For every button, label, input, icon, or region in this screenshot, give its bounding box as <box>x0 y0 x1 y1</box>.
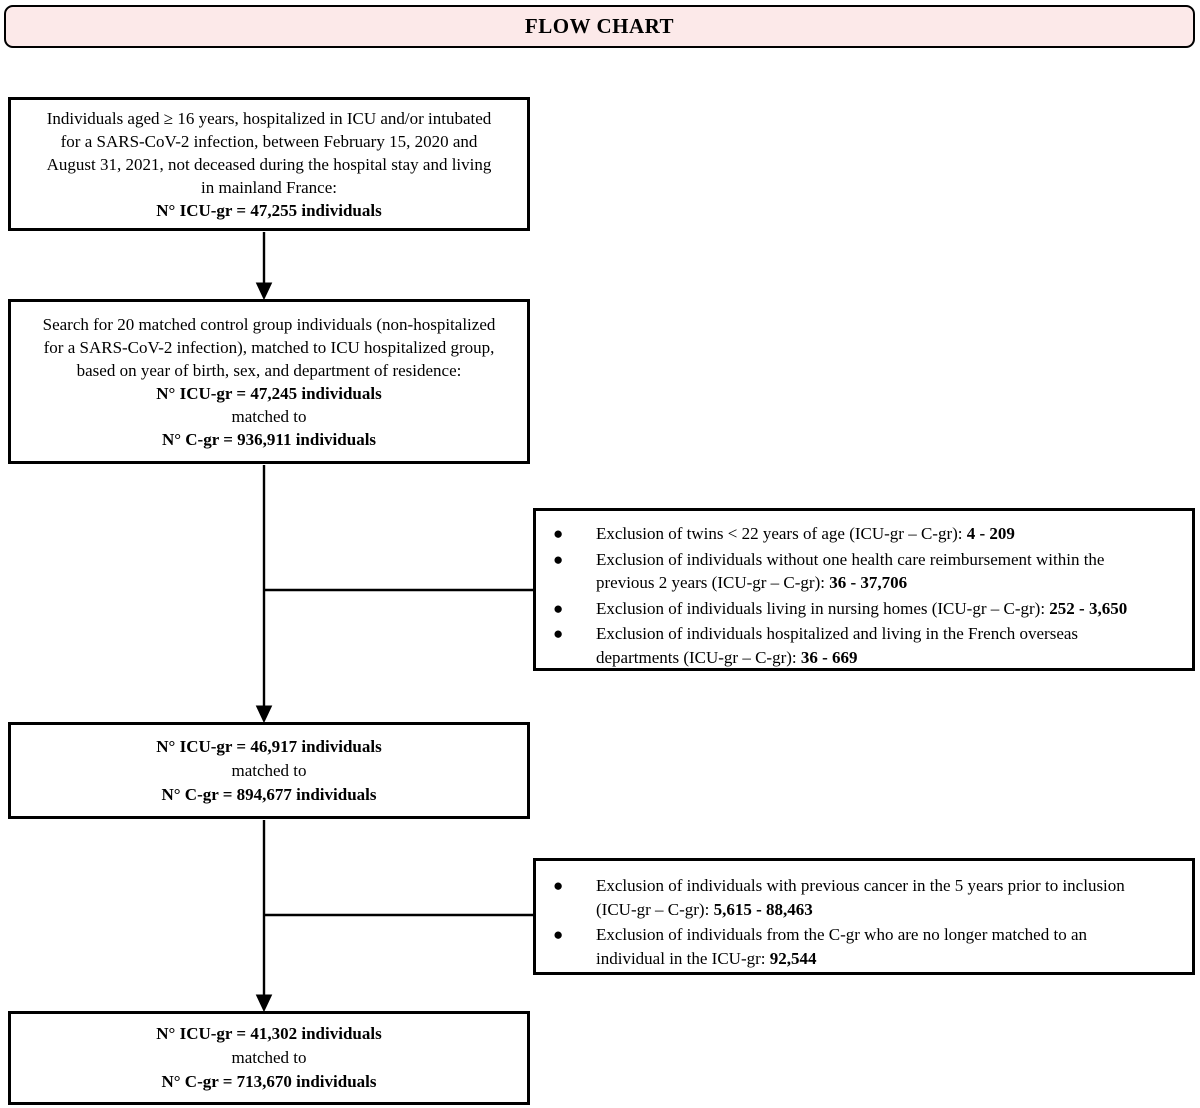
exclusion-item: ● Exclusion of individuals hospitalized … <box>553 622 1184 669</box>
box-text-line: for a SARS-CoV-2 infection, between Febr… <box>60 131 478 151</box>
matching-box: Search for 20 matched control group indi… <box>8 299 530 464</box>
bullet-icon: ● <box>553 876 564 895</box>
down-arrow-1-head <box>255 282 273 301</box>
box-text-line: Individuals aged ≥ 16 years, hospitalize… <box>46 108 492 128</box>
exclusion-item: ● Exclusion of individuals from the C-gr… <box>553 923 1184 970</box>
bullet-icon: ● <box>553 624 564 643</box>
cohort-box-after-first-exclusions: N° ICU-gr = 46,917 individuals matched t… <box>8 722 530 819</box>
final-cohort-box: N° ICU-gr = 41,302 individuals matched t… <box>8 1011 530 1105</box>
exclusion-value: 4 - 209 <box>966 524 1015 543</box>
exclusion-item: ● Exclusion of individuals with previous… <box>553 874 1184 921</box>
c-count: N° C-gr = 713,670 individuals <box>161 1072 377 1091</box>
box-text-line: in mainland France: <box>201 177 337 197</box>
exclusion-text: Exclusion of individuals with previous c… <box>596 876 1125 895</box>
bullet-icon: ● <box>553 549 564 569</box>
icu-count: N° ICU-gr = 46,917 individuals <box>156 736 382 756</box>
exclusion-value: 252 - 3,650 <box>1049 598 1128 618</box>
c-count: N° C-gr = 936,911 individuals <box>161 429 377 449</box>
exclusion-item: ● Exclusion of individuals without one h… <box>553 548 1184 595</box>
exclusion-text: Exclusion of twins < 22 years of age (IC… <box>596 524 967 543</box>
exclusion-text: Exclusion of individuals living in nursi… <box>596 598 1050 618</box>
box-text-line: August 31, 2021, not deceased during the… <box>46 154 492 174</box>
down-arrow-2-head <box>255 705 273 724</box>
matched-to-label: matched to <box>231 1048 307 1067</box>
icu-count: N° ICU-gr = 41,302 individuals <box>156 1024 382 1043</box>
flow-chart-title-bar: FLOW CHART <box>4 5 1195 48</box>
box-text-line: Search for 20 matched control group indi… <box>42 314 496 334</box>
exclusion-item: ● Exclusion of individuals living in nur… <box>553 597 1184 621</box>
exclusion-text: previous 2 years (ICU-gr – C-gr): <box>596 573 830 592</box>
exclusion-value: 36 - 669 <box>800 647 858 667</box>
bullet-icon: ● <box>553 524 564 543</box>
box-text-line: for a SARS-CoV-2 infection), matched to … <box>43 337 495 357</box>
box-text-line: based on year of birth, sex, and departm… <box>76 360 462 380</box>
c-count: N° C-gr = 894,677 individuals <box>161 784 377 804</box>
icu-count: N° ICU-gr = 47,245 individuals <box>156 383 382 403</box>
flow-chart-title: FLOW CHART <box>524 14 675 38</box>
inclusion-criteria-box: Individuals aged ≥ 16 years, hospitalize… <box>8 97 530 231</box>
exclusion-text: departments (ICU-gr – C-gr): <box>596 647 801 667</box>
exclusion-text: Exclusion of individuals from the C-gr w… <box>596 925 1087 944</box>
exclusion-item: ● Exclusion of twins < 22 years of age (… <box>553 522 1184 546</box>
icu-count: N° ICU-gr = 47,255 individuals <box>156 200 382 220</box>
exclusion-text: Exclusion of individuals hospitalized an… <box>596 624 1079 643</box>
exclusion-box-2: ● Exclusion of individuals with previous… <box>533 858 1195 975</box>
matched-to-label: matched to <box>231 760 307 780</box>
exclusion-text: (ICU-gr – C-gr): <box>596 899 714 919</box>
bullet-icon: ● <box>553 598 564 618</box>
matched-to-label: matched to <box>231 406 307 426</box>
exclusion-value: 36 - 37,706 <box>829 573 908 592</box>
down-arrow-3-head <box>255 994 273 1013</box>
exclusion-text: Exclusion of individuals without one hea… <box>596 549 1105 569</box>
exclusion-text: individual in the ICU-gr: <box>596 948 770 968</box>
bullet-icon: ● <box>553 925 564 944</box>
exclusion-box-1: ● Exclusion of twins < 22 years of age (… <box>533 508 1195 671</box>
exclusion-value: 92,544 <box>769 948 817 968</box>
exclusion-value: 5,615 - 88,463 <box>713 899 813 919</box>
